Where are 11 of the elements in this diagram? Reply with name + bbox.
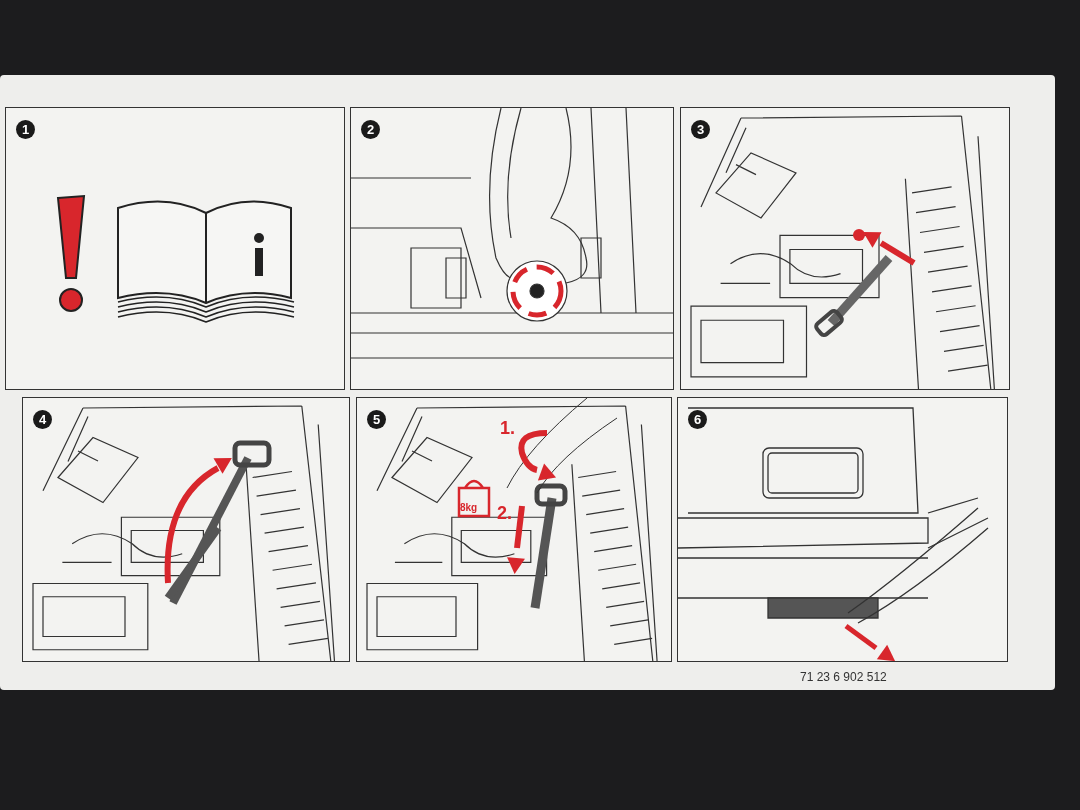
step-panel: [5, 107, 345, 390]
weight-label: 8kg: [460, 502, 478, 513]
step-label: 1.: [500, 418, 515, 439]
step-panel: [677, 397, 1008, 662]
step-number: 5: [367, 410, 386, 429]
step-number: 1: [16, 120, 35, 139]
part-number: 71 23 6 902 512: [800, 670, 887, 684]
step-number: 2: [361, 120, 380, 139]
step-number: 3: [691, 120, 710, 139]
step-number: 6: [688, 410, 707, 429]
step-number: 4: [33, 410, 52, 429]
